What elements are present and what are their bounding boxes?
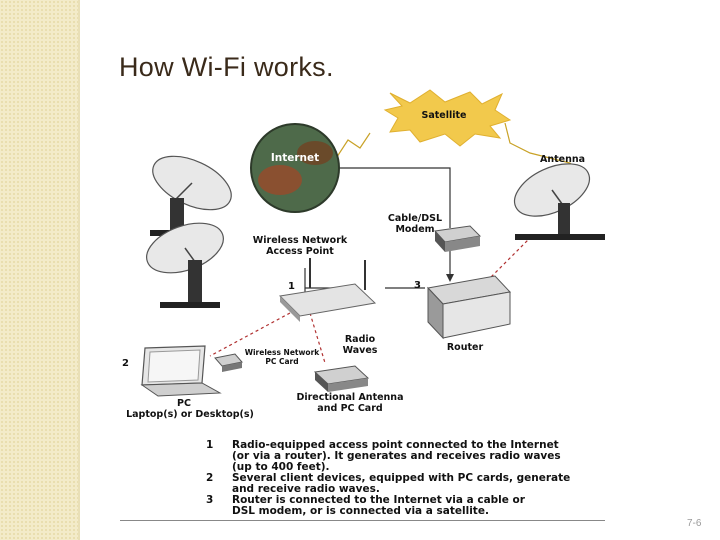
modem-router-arrow [446, 274, 454, 282]
slide-title: How Wi-Fi works. [119, 52, 334, 82]
directional-antenna-label-line2: and PC Card [317, 403, 382, 414]
radio-waves-label-line2: Waves [343, 345, 378, 356]
sidebar-divider [78, 0, 80, 540]
directional-antenna-label-line1: Directional Antenna [296, 392, 403, 403]
legend-number: 2 [206, 472, 214, 484]
diagram-legend: 1 Radio-equipped access point connected … [200, 440, 580, 517]
access-point-label-line2: Access Point [266, 246, 334, 257]
legend-text-line: Radio-equipped access point connected to… [232, 439, 559, 451]
internet-label: Internet [271, 152, 319, 164]
decorative-sidebar [0, 0, 78, 540]
wireless-pc-card-icon [214, 353, 243, 372]
marker-1: 1 [288, 281, 295, 292]
satellite-dish-icon-right [513, 163, 605, 240]
legend-text-line: Router is connected to the Internet via … [232, 494, 525, 506]
legend-text-line: Several client devices, equipped with PC… [232, 472, 571, 484]
legend-text-line: (up to 400 feet). [232, 461, 330, 473]
legend-text-line: DSL modem, or is connected via a satelli… [232, 505, 489, 517]
legend-item-1: 1 Radio-equipped access point connected … [200, 440, 580, 473]
modem-label-line1: Cable/DSL [388, 213, 442, 224]
access-point-label-line1: Wireless Network [253, 235, 348, 246]
cable-dsl-modem-icon [433, 225, 482, 252]
legend-number: 1 [206, 439, 214, 451]
slide-number: 7-6 [687, 518, 702, 529]
satellite-burst: Satellite [383, 89, 512, 147]
satellite-label: Satellite [422, 110, 467, 121]
legend-number: 3 [206, 494, 214, 506]
legend-item-3: 3 Router is connected to the Internet vi… [200, 495, 580, 517]
wifi-diagram: Satellite Internet Antenna Cable/DSL Mod… [122, 89, 605, 420]
legend-item-2: 2 Several client devices, equipped with … [200, 473, 580, 495]
marker-3: 3 [414, 280, 421, 291]
legend-text-line: and receive radio waves. [232, 483, 380, 495]
internet-globe-icon: Internet [250, 123, 340, 213]
pc-card-label-line2: PC Card [265, 357, 298, 366]
satellite-dish-icon-left [146, 222, 224, 308]
router-icon [427, 275, 511, 340]
modem-label-line2: Modem [395, 224, 434, 235]
wireless-access-point-icon [278, 258, 377, 322]
pc-label-line2: Laptop(s) or Desktop(s) [126, 409, 254, 420]
antenna-label: Antenna [540, 154, 585, 165]
laptop-icon [140, 345, 222, 397]
directional-antenna-device-icon [313, 365, 370, 392]
legend-text-line: (or via a router). It generates and rece… [232, 450, 561, 462]
internet-modem-link [335, 167, 451, 228]
router-label: Router [447, 342, 484, 353]
ap-directional-link [309, 312, 326, 364]
footer-rule [120, 520, 605, 521]
pc-label-line1: PC [177, 398, 191, 409]
pc-card-label-line1: Wireless Network [245, 348, 321, 357]
radio-waves-label-line1: Radio [345, 334, 376, 345]
marker-2: 2 [122, 358, 129, 369]
satellite-dish-icon-top-left [150, 155, 232, 236]
